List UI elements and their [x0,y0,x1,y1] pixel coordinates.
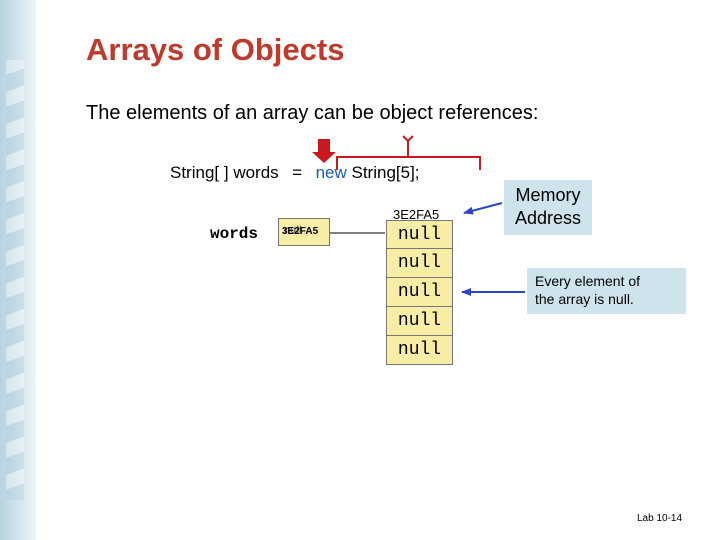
memory-address-callout: Memory Address [504,180,592,235]
declaration-variable: words [233,163,279,182]
reference-cell-address: 3E2FA5 [282,226,319,237]
declaration-new-keyword: new [315,163,347,182]
red-bracket-icon [336,135,481,170]
slide-title: Arrays of Objects [86,32,345,67]
array-memory-block: null null null null null [386,220,453,365]
null-elements-callout-line1: Every element of [535,273,641,289]
slide-subtitle: The elements of an array can be object r… [86,102,539,124]
variable-label: words [210,225,259,243]
null-elements-callout: Every element of the array is null. [527,268,686,314]
array-element: null [386,220,453,249]
memory-address-arrow [463,202,503,215]
memory-address-callout-line1: Memory [515,185,581,205]
memory-address-callout-line2: Address [514,208,582,228]
array-element: null [386,336,453,365]
slide-footer: Lab 10-14 [637,513,683,524]
red-down-arrow-icon [312,139,336,163]
reference-cell: null 3E2FA5 [278,218,330,246]
array-element: null [386,307,453,336]
reference-cell-null-overlap: null [284,225,302,236]
array-element: null [386,278,453,307]
array-address-label: 3E2FA5 [393,207,440,222]
declaration-equals: = [292,163,303,182]
declaration-statement: String[ ] words = new String[5]; [170,163,420,183]
array-element: null [386,249,453,278]
declaration-type: String[ ] [170,163,229,182]
declaration-constructor: String[5]; [351,163,420,182]
null-elements-callout-line2: the array is null. [535,291,634,307]
decorative-side-band [0,0,36,540]
